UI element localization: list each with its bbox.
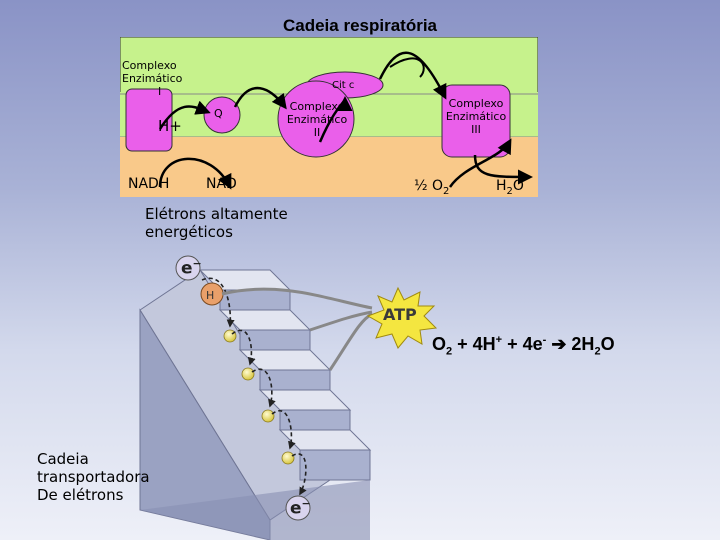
hplus-label: H+ bbox=[158, 117, 182, 135]
membrane-diagram: Complexo Enzimático I H+ Q Cit c Complex… bbox=[120, 37, 538, 197]
water-label: H2O bbox=[496, 178, 524, 197]
high-energy-caption: Elétrons altamente energéticos bbox=[145, 205, 288, 241]
nad-label: NAD bbox=[206, 176, 237, 192]
half-oxygen-label: ½ O2 bbox=[414, 178, 449, 197]
atp-label: ATP bbox=[383, 305, 417, 324]
cytc-label: Cit c bbox=[332, 79, 354, 92]
complex-3-label: Complexo Enzimático III bbox=[440, 97, 512, 136]
complex-2-label: Complexo Enzimático II bbox=[280, 100, 354, 139]
chain-caption: Cadeia transportadora De elétrons bbox=[37, 450, 150, 504]
hplus-ball-label: H bbox=[206, 289, 214, 302]
complex-1-label: Complexo Enzimático I bbox=[122, 59, 200, 98]
nadh-label: NADH bbox=[128, 176, 169, 192]
electron-bottom-label: e− bbox=[290, 497, 311, 519]
electron-top-label: e− bbox=[181, 257, 202, 279]
page-title: Cadeia respiratória bbox=[0, 16, 720, 36]
q-label: Q bbox=[214, 107, 223, 120]
equation: O2 + 4H+ + 4e- ➔ 2H2O bbox=[432, 334, 615, 358]
